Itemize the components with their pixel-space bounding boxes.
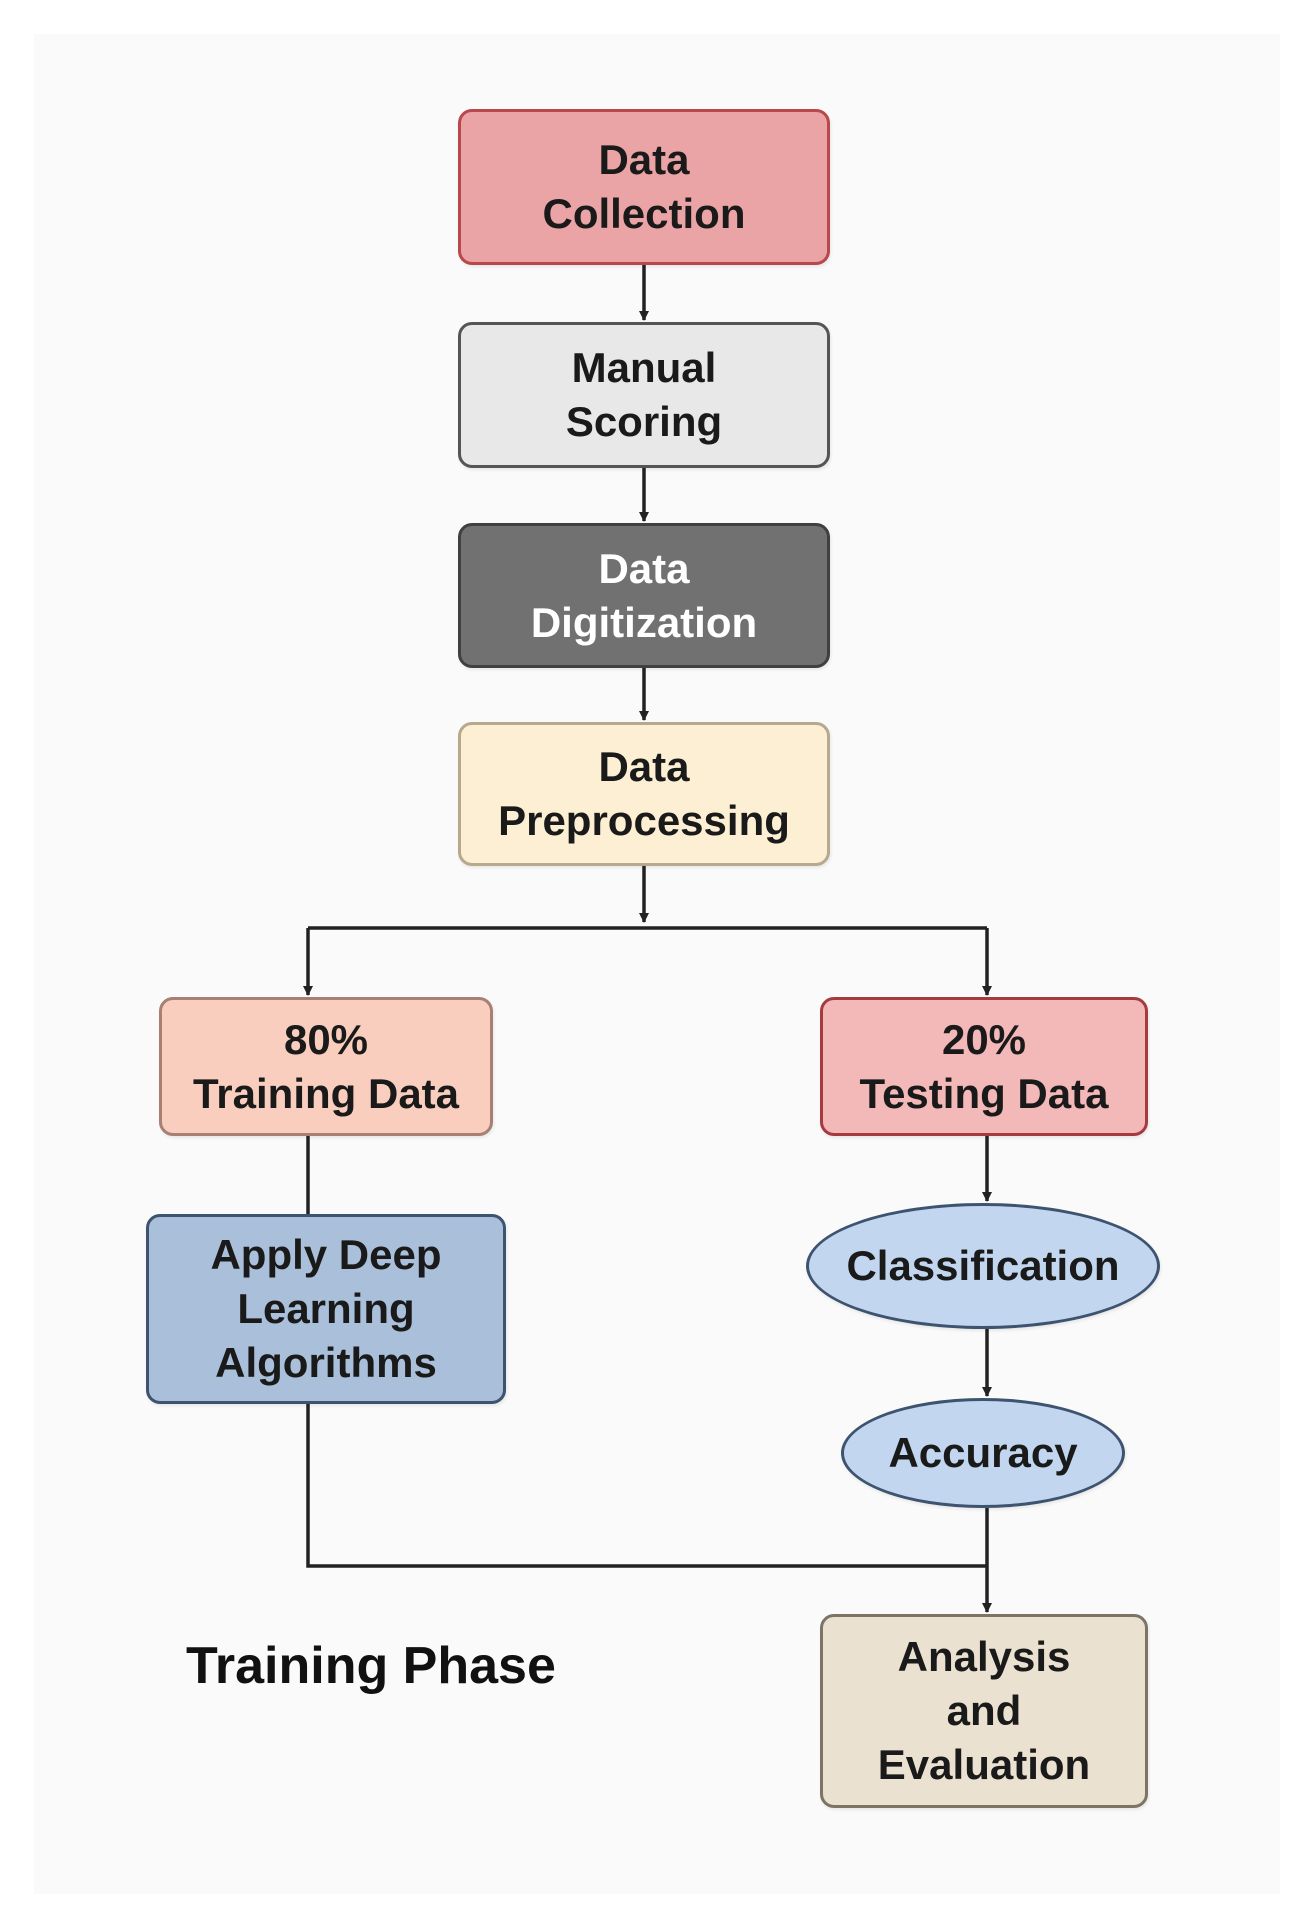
accuracy-node: Accuracy bbox=[841, 1398, 1125, 1508]
line-algorithms-to-merge bbox=[306, 1404, 987, 1568]
analysis-evaluation-label: Analysis and Evaluation bbox=[877, 1633, 1091, 1788]
training-phase-label: Training Phase bbox=[186, 1637, 556, 1695]
training-data-label: 80% Training Data bbox=[192, 1015, 460, 1117]
data-collection-node: Data Collection bbox=[458, 109, 830, 265]
classification-node: Classification bbox=[806, 1203, 1160, 1329]
testing-data-node: 20% Testing Data bbox=[820, 997, 1148, 1136]
data-preprocessing-label: Data Preprocessing bbox=[498, 743, 790, 844]
accuracy-label: Accuracy bbox=[888, 1429, 1078, 1476]
testing-data-label: 20% Testing Data bbox=[859, 1015, 1109, 1117]
data-digitization-node: Data Digitization bbox=[458, 523, 830, 668]
manual-scoring-label: Manual Scoring bbox=[565, 344, 723, 445]
training-data-node: 80% Training Data bbox=[159, 997, 493, 1136]
deep-learning-label: Apply Deep Learning Algorithms bbox=[210, 1231, 442, 1386]
manual-scoring-node: Manual Scoring bbox=[458, 322, 830, 468]
data-preprocessing-node: Data Preprocessing bbox=[458, 722, 830, 866]
deep-learning-node: Apply Deep Learning Algorithms bbox=[146, 1214, 506, 1404]
analysis-evaluation-node: Analysis and Evaluation bbox=[820, 1614, 1148, 1808]
data-digitization-label: Data Digitization bbox=[530, 544, 758, 646]
data-collection-label: Data Collection bbox=[542, 136, 746, 237]
classification-label: Classification bbox=[846, 1242, 1120, 1289]
